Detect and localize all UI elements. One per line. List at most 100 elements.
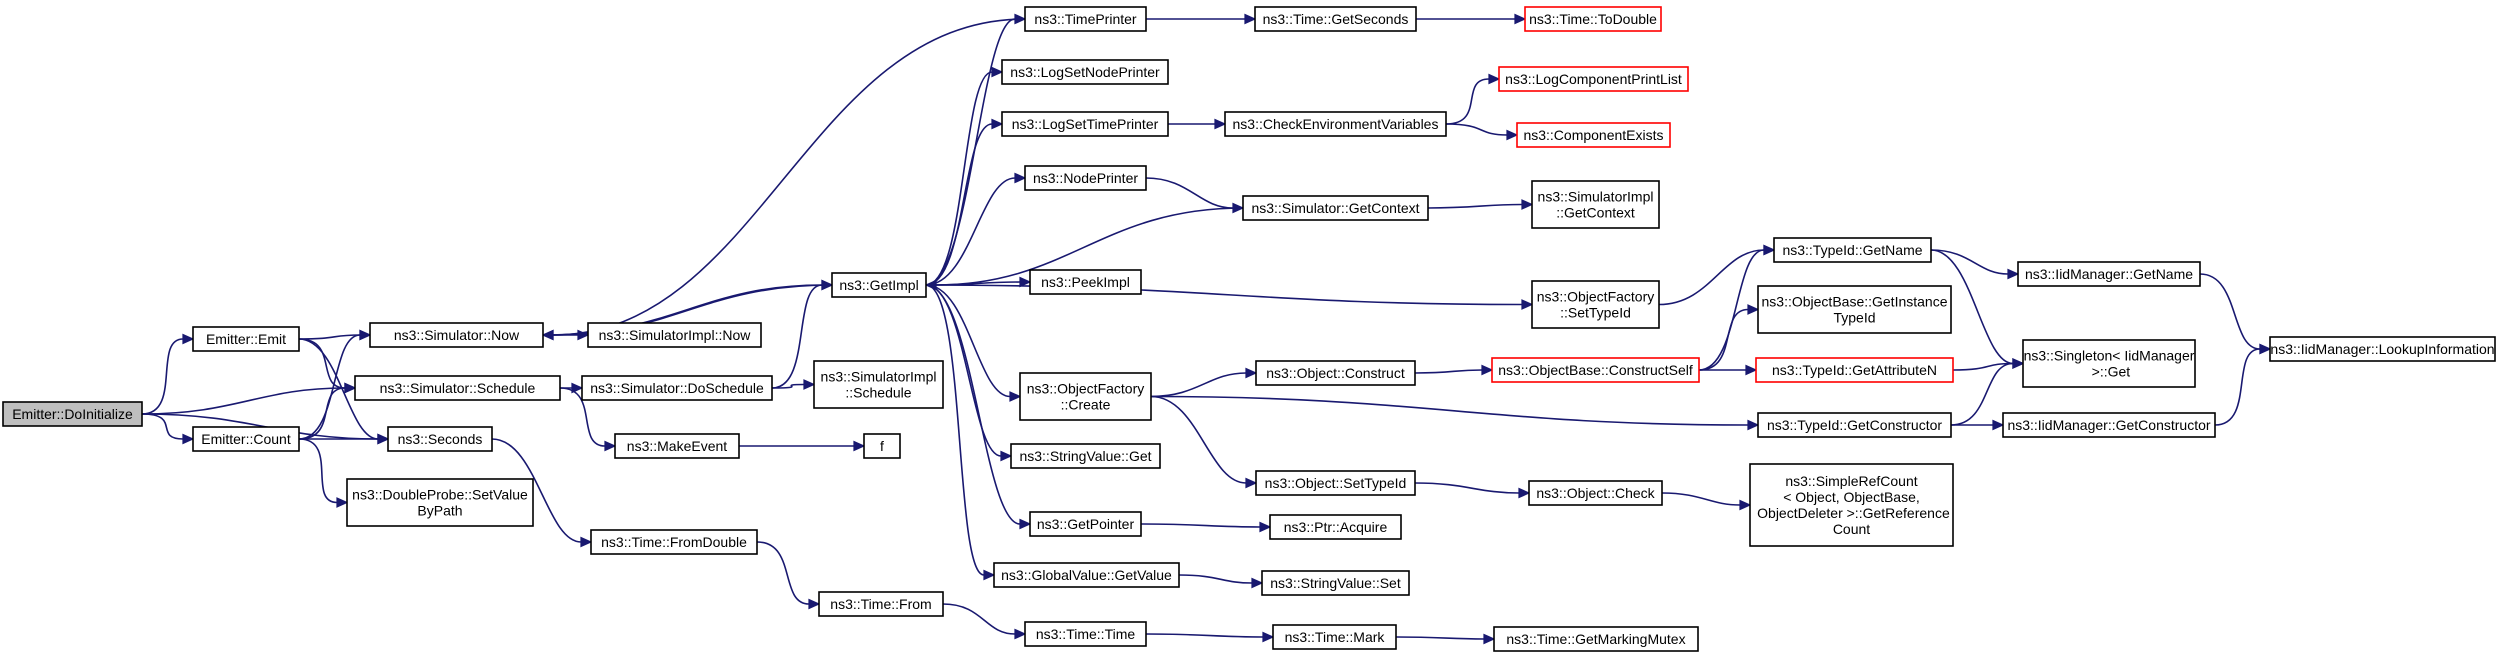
arrowhead-typeid_getname-to-iidmanager_getname — [2007, 268, 2020, 280]
arrowhead-doinitialize-to-count — [182, 433, 195, 445]
node-typeid_getname[interactable]: ns3::TypeId::GetName — [1773, 237, 1932, 263]
arrowhead-typeid_getconstructor-to-iidmanager_getconstructor — [1992, 419, 2005, 431]
edges-layer — [141, 13, 2272, 645]
node-getimpl[interactable]: ns3::GetImpl — [831, 272, 927, 298]
node-box-globalvalue_getvalue — [993, 562, 1180, 588]
node-label-iidmanager_getconstructor: ns3::IidManager::GetConstructor — [2007, 417, 2210, 433]
node-emit[interactable]: Emitter::Emit — [192, 326, 300, 352]
node-time_todouble[interactable]: ns3::Time::ToDouble — [1524, 6, 1662, 32]
arrowhead-count-to-sim_schedule — [344, 382, 357, 394]
node-objfactory_create[interactable]: ns3::ObjectFactory::Create — [1019, 372, 1152, 421]
node-simimpl_now[interactable]: ns3::SimulatorImpl::Now — [587, 322, 762, 348]
node-simimpl_schedule[interactable]: ns3::SimulatorImpl::Schedule — [813, 360, 944, 409]
node-time_getmarkingmutex[interactable]: ns3::Time::GetMarkingMutex — [1493, 626, 1699, 652]
node-box-getimpl — [831, 272, 927, 298]
node-box-sim_doschedule — [581, 375, 773, 401]
node-logcompprintlist[interactable]: ns3::LogComponentPrintList — [1498, 66, 1689, 92]
node-box-logsettimeprinter — [1001, 111, 1169, 137]
node-sim_getcontext[interactable]: ns3::Simulator::GetContext — [1242, 195, 1429, 221]
node-time_getseconds[interactable]: ns3::Time::GetSeconds — [1254, 6, 1417, 32]
node-iidmanager_lookupinfo[interactable]: ns3::IidManager::LookupInformation — [2269, 336, 2496, 362]
node-iidmanager_getconstructor[interactable]: ns3::IidManager::GetConstructor — [2002, 412, 2216, 438]
node-sim_doschedule[interactable]: ns3::Simulator::DoSchedule — [581, 375, 773, 401]
node-box-objfactory_settypeid — [1531, 280, 1660, 329]
node-time_time[interactable]: ns3::Time::Time — [1024, 621, 1147, 647]
arrowhead-checkenv-to-componentexists — [1506, 129, 1519, 141]
node-logsetnodeprinter[interactable]: ns3::LogSetNodePrinter — [1001, 59, 1169, 85]
node-box-object_check — [1528, 480, 1663, 506]
node-stringvalue_get[interactable]: ns3::StringValue::Get — [1010, 443, 1161, 469]
arrowhead-time_fromdouble-to-time_from — [808, 598, 821, 610]
edge-getimpl-to-nodeprinter — [925, 177, 1016, 286]
node-box-iidmanager_lookupinfo — [2269, 336, 2496, 362]
node-globalvalue_getvalue[interactable]: ns3::GlobalValue::GetValue — [993, 562, 1180, 588]
arrowhead-object_check-to-simplerefcount — [1739, 499, 1752, 511]
edge-getimpl-to-timeprinter — [925, 18, 1016, 286]
node-makeevent[interactable]: ns3::MakeEvent — [614, 433, 740, 459]
node-count[interactable]: Emitter::Count — [192, 426, 300, 452]
node-box-iidmanager_getname — [2017, 261, 2201, 287]
edge-count-to-dp_setvalue — [298, 438, 338, 504]
edge-getpointer-to-ptr_acquire — [1140, 523, 1261, 528]
arrowhead-time_from-to-time_time — [1014, 628, 1027, 640]
node-objbase_constructself[interactable]: ns3::ObjectBase::ConstructSelf — [1491, 357, 1700, 383]
node-time_from[interactable]: ns3::Time::From — [818, 591, 944, 617]
node-sim_now[interactable]: ns3::Simulator::Now — [369, 322, 544, 348]
arrowhead-getimpl-to-objfactory_settypeid — [1521, 299, 1534, 310]
node-seconds[interactable]: ns3::Seconds — [387, 426, 493, 452]
node-label-time_getseconds: ns3::Time::GetSeconds — [1263, 11, 1409, 27]
node-doinitialize[interactable]: Emitter::DoInitialize — [2, 401, 143, 427]
node-box-simimpl_getcontext — [1531, 180, 1660, 229]
node-box-objbase_getinstancetypeid — [1757, 285, 1952, 334]
node-label-checkenv: ns3::CheckEnvironmentVariables — [1233, 116, 1439, 132]
node-singleton_get[interactable]: ns3::Singleton< IidManager >::Get — [2022, 339, 2196, 388]
node-iidmanager_getname[interactable]: ns3::IidManager::GetName — [2017, 261, 2201, 287]
node-simimpl_getcontext[interactable]: ns3::SimulatorImpl::GetContext — [1531, 180, 1660, 229]
node-componentexists[interactable]: ns3::ComponentExists — [1516, 122, 1671, 148]
node-getpointer[interactable]: ns3::GetPointer — [1029, 511, 1142, 537]
node-object_construct[interactable]: ns3::Object::Construct — [1255, 360, 1416, 386]
node-time_mark[interactable]: ns3::Time::Mark — [1272, 624, 1397, 650]
node-object_settypeid[interactable]: ns3::Object::SetTypeId — [1255, 470, 1416, 496]
node-label-iidmanager_getname: ns3::IidManager::GetName — [2025, 266, 2193, 282]
node-nodeprinter[interactable]: ns3::NodePrinter — [1024, 165, 1147, 191]
node-box-logsetnodeprinter — [1001, 59, 1169, 85]
node-label-time_time: ns3::Time::Time — [1036, 626, 1136, 642]
node-box-typeid_getconstructor — [1757, 412, 1952, 438]
node-peekimpl[interactable]: ns3::PeekImpl — [1029, 269, 1142, 295]
arrowhead-time_mark-to-time_getmarkingmutex — [1483, 633, 1496, 645]
node-label-objfactory_settypeid: ns3::ObjectFactory::SetTypeId — [1537, 289, 1655, 321]
node-typeid_getconstructor[interactable]: ns3::TypeId::GetConstructor — [1757, 412, 1952, 438]
node-ptr_acquire[interactable]: ns3::Ptr::Acquire — [1269, 514, 1402, 540]
node-label-sim_doschedule: ns3::Simulator::DoSchedule — [590, 380, 764, 396]
node-label-timeprinter: ns3::TimePrinter — [1034, 11, 1137, 27]
node-sim_schedule[interactable]: ns3::Simulator::Schedule — [354, 375, 561, 401]
node-logsettimeprinter[interactable]: ns3::LogSetTimePrinter — [1001, 111, 1169, 137]
node-f[interactable]: f — [863, 433, 901, 459]
node-box-object_construct — [1255, 360, 1416, 386]
edge-objfactory_create-to-object_construct — [1150, 372, 1247, 398]
arrowhead-globalvalue_getvalue-to-stringvalue_set — [1251, 577, 1264, 589]
edge-sim_getcontext-to-getimpl — [935, 207, 1244, 286]
arrowhead-getimpl-to-peekimpl — [1019, 276, 1032, 288]
node-box-peekimpl — [1029, 269, 1142, 295]
edge-iidmanager_getconstructor-to-iidmanager_lookupinfo — [2214, 348, 2261, 426]
node-box-ptr_acquire — [1269, 514, 1402, 540]
node-simplerefcount[interactable]: ns3::SimpleRefCount< Object, ObjectBase,… — [1749, 463, 1954, 547]
node-objfactory_settypeid[interactable]: ns3::ObjectFactory::SetTypeId — [1531, 280, 1660, 329]
node-time_fromdouble[interactable]: ns3::Time::FromDouble — [590, 529, 758, 555]
node-checkenv[interactable]: ns3::CheckEnvironmentVariables — [1224, 111, 1447, 137]
arrowhead-sim_schedule-to-makeevent — [604, 440, 617, 452]
node-object_check[interactable]: ns3::Object::Check — [1528, 480, 1663, 506]
arrowhead-time_time-to-time_mark — [1262, 631, 1275, 643]
node-label-singleton_get: ns3::Singleton< IidManager >::Get — [2024, 348, 2195, 380]
node-label-simimpl_getcontext: ns3::SimulatorImpl::GetContext — [1538, 189, 1654, 221]
node-typeid_getattributen[interactable]: ns3::TypeId::GetAttributeN — [1755, 357, 1954, 383]
edge-doinitialize-to-sim_schedule — [141, 387, 346, 415]
node-timeprinter[interactable]: ns3::TimePrinter — [1024, 6, 1147, 32]
node-stringvalue_set[interactable]: ns3::StringValue::Set — [1261, 570, 1410, 596]
node-label-time_from: ns3::Time::From — [830, 596, 931, 612]
